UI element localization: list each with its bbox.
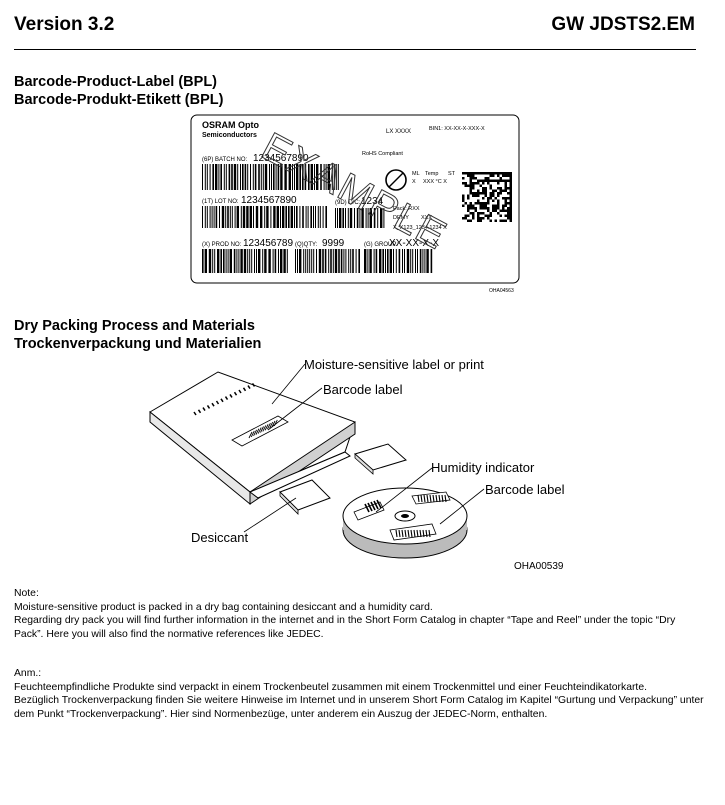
diagram-figure-code: OHA00539	[514, 561, 564, 572]
msd-symbol-slash	[388, 172, 404, 188]
dc-barcode	[335, 208, 385, 228]
version-text: Version 3.2	[14, 14, 115, 35]
label-ml-val: X	[412, 179, 416, 185]
humidity-indicator-text: Humidity indicator	[431, 460, 535, 475]
label-batch-value: 1234567890	[253, 153, 309, 164]
lot-barcode	[202, 206, 327, 228]
label-demy: DEMY	[393, 215, 409, 221]
label-ml: ML	[412, 171, 420, 177]
dry-title-en: Dry Packing Process and Materials	[14, 318, 255, 334]
barcode-product-label: OSRAM Opto Semiconductors LX XXXX BIN1: …	[190, 114, 520, 294]
humidity-indicator-card	[364, 499, 382, 513]
dry-pack-diagram: Moisture-sensitive label or print Barcod…	[149, 357, 565, 572]
prod-barcode	[202, 249, 288, 273]
label-lot-prefix: (1T) LOT NO:	[202, 199, 239, 205]
label-st: ST	[448, 171, 456, 177]
barcode-label-reel-text: Barcode label	[485, 482, 565, 497]
label-pack: Pack: RXX	[393, 206, 420, 212]
datamatrix-code	[462, 172, 512, 222]
moisture-label-print	[193, 382, 256, 416]
label-qty-value: 9999	[322, 238, 345, 249]
label-figure-code: OHA04563	[489, 288, 514, 294]
desiccant-text: Desiccant	[191, 530, 248, 545]
note-de-line1: Feuchteempfindliche Produkte sind verpac…	[14, 681, 647, 693]
part-number: GW JDSTS2.EM	[551, 14, 695, 35]
label-dc-value: 1234	[361, 196, 384, 207]
bpl-title-en: Barcode-Product-Label (BPL)	[14, 74, 218, 90]
batch-barcode	[202, 164, 339, 190]
label-group-value: XX-XX-X-X	[389, 238, 439, 249]
note-de-title: Anm.:	[14, 668, 42, 679]
desiccant-pouch-top-side	[354, 453, 374, 475]
note-en-title: Note:	[14, 588, 39, 599]
note-en-line1: Moisture-sensitive product is packed in …	[14, 601, 433, 613]
label-batch-prefix: (6P) BATCH NO:	[202, 157, 248, 163]
label-dc-prefix: (9D) D/C:	[335, 200, 361, 206]
note-de: Anm.: Feuchteempfindliche Produkte sind …	[14, 667, 704, 721]
note-en: Note: Moisture-sensitive product is pack…	[14, 587, 704, 641]
moisture-label-text: Moisture-sensitive label or print	[304, 357, 484, 372]
label-lx: LX XXXX	[386, 129, 411, 135]
leader-lines	[243, 363, 485, 533]
bpl-title-de: Barcode-Produkt-Etikett (BPL)	[14, 92, 224, 108]
label-temp-val: XXX °C X	[423, 179, 447, 185]
desiccant-pouch-top	[354, 443, 407, 471]
label-prod-prefix: (X) PROD NO:	[202, 242, 242, 248]
reel-barcode-label	[395, 494, 447, 538]
group-barcode	[364, 249, 433, 273]
label-prod-value: 123456789	[243, 238, 293, 249]
label-qty-prefix: (Q)QTY:	[295, 242, 318, 248]
barcode-label-bag-text: Barcode label	[323, 382, 403, 397]
label-temp: Temp	[425, 171, 438, 177]
note-en-line2: Regarding dry pack you will find further…	[14, 615, 676, 640]
qty-barcode	[295, 249, 360, 273]
tape-reel	[342, 487, 468, 559]
label-bin: BIN1: XX-XX-X-XXX-X	[429, 126, 485, 132]
label-brand-1: OSRAM Opto	[202, 120, 259, 130]
label-border	[190, 114, 520, 284]
label-group-prefix: (G) GROUP:	[364, 242, 398, 248]
label-demy-val: XXX	[421, 215, 432, 221]
label-lot-value: 1234567890	[241, 195, 297, 206]
label-xx-line: X_X123_1234.1234 X	[393, 225, 447, 231]
note-de-line2: Bezüglich Trockenverpackung finden Sie w…	[14, 695, 704, 720]
header-divider	[14, 49, 696, 50]
dry-title-de: Trockenverpackung und Materialien	[14, 336, 262, 352]
label-brand-2: Semiconductors	[202, 132, 257, 139]
label-rohs: RoHS Compliant	[362, 151, 403, 157]
